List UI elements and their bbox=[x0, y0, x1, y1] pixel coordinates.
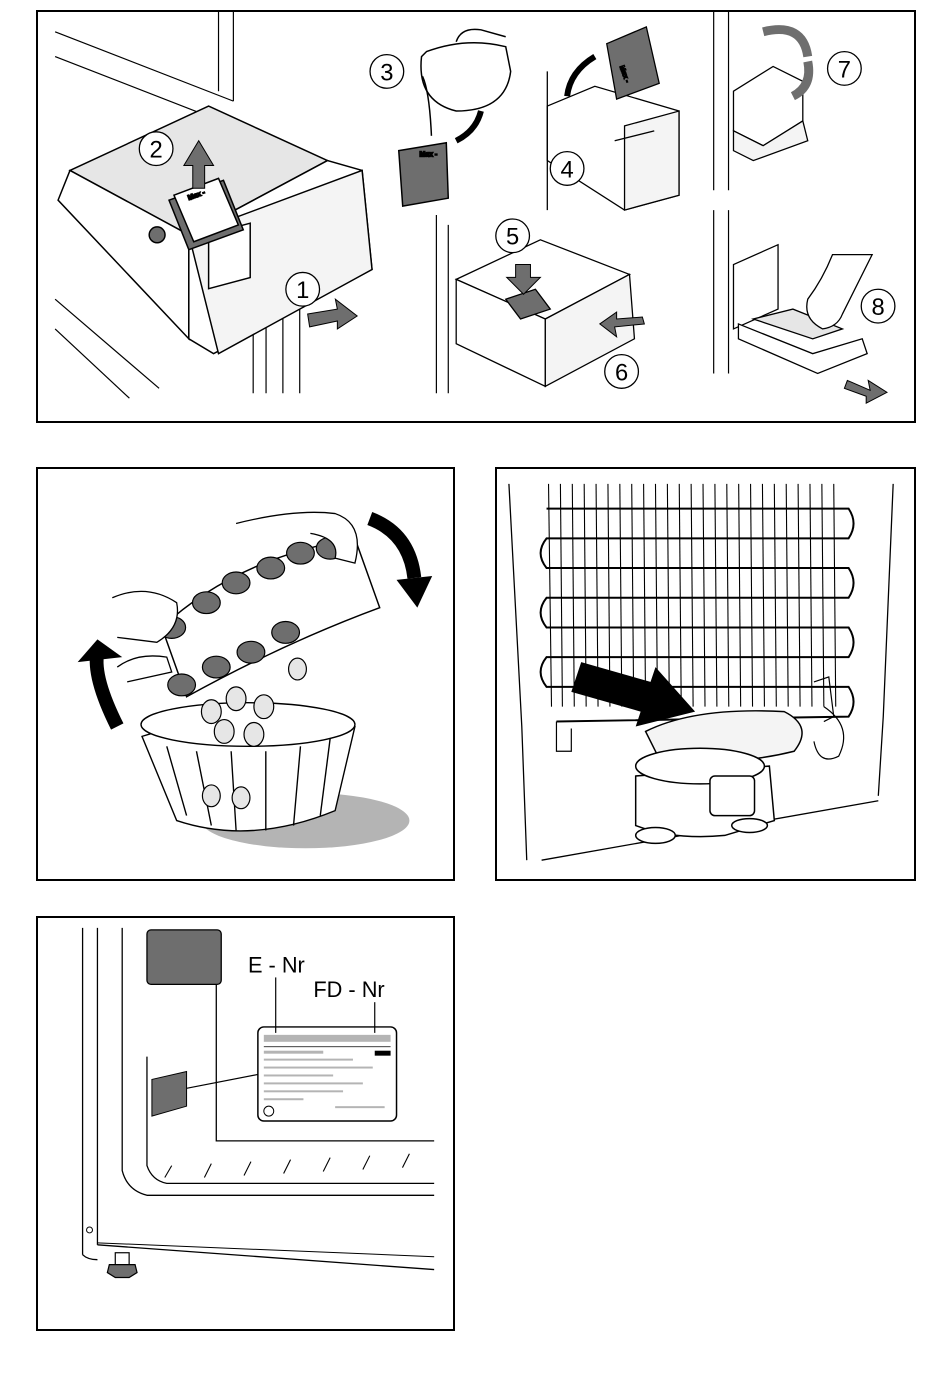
egg-ice-cube-icon bbox=[202, 785, 220, 807]
step-3-callout: 3 bbox=[370, 55, 404, 89]
ice-maker-steps-panel: Max - 1 2 Max - 3 Max - 4 bbox=[36, 10, 916, 423]
rating-plate-panel: E - Nr FD - Nr bbox=[36, 916, 455, 1331]
step-8-number: 8 bbox=[871, 294, 884, 321]
step-1-number: 1 bbox=[296, 277, 309, 304]
water-jug-icon bbox=[421, 29, 511, 135]
ice-tray-icon: Max - bbox=[607, 27, 659, 99]
curved-arrow-icon bbox=[97, 652, 118, 726]
step-5-number: 5 bbox=[506, 224, 519, 251]
curved-arrow-icon bbox=[456, 111, 481, 141]
step-7-callout: 7 bbox=[828, 52, 862, 86]
egg-ice-cube-icon bbox=[232, 787, 250, 809]
egg-ice-cube-icon bbox=[226, 687, 246, 711]
egg-ice-cube-icon bbox=[244, 723, 264, 747]
step-1-callout: 1 bbox=[286, 272, 320, 306]
bowl-icon bbox=[141, 703, 355, 831]
curved-arrow-icon bbox=[763, 30, 808, 57]
condenser-panel bbox=[495, 467, 916, 881]
ice-cube-removal-illustration bbox=[38, 469, 453, 879]
fridge-interior-lines-mid bbox=[436, 215, 448, 393]
step-6-callout: 6 bbox=[605, 355, 639, 389]
adjustable-foot-icon bbox=[107, 1253, 137, 1278]
arrow-icon bbox=[844, 380, 887, 403]
step-3-number: 3 bbox=[380, 59, 393, 86]
step-5-callout: 5 bbox=[496, 219, 530, 253]
curved-arrow-icon bbox=[370, 519, 415, 578]
arrow-icon bbox=[397, 576, 433, 608]
step-2-callout: 2 bbox=[139, 132, 173, 166]
step-7-number: 7 bbox=[838, 56, 851, 83]
ice-tray-icon: Max - bbox=[399, 143, 449, 206]
fridge-interior-lines-right bbox=[714, 12, 729, 373]
rating-plate-illustration: E - Nr FD - Nr bbox=[38, 918, 453, 1329]
arrow-icon bbox=[308, 299, 358, 329]
compressor-icon bbox=[636, 711, 802, 844]
hinge-screw bbox=[87, 1227, 93, 1233]
fd-nr-label: FD - Nr bbox=[313, 977, 384, 1002]
condenser-illustration bbox=[497, 469, 914, 879]
step-4-callout: 4 bbox=[550, 152, 584, 186]
step-6-number: 6 bbox=[615, 359, 628, 386]
rating-plate-icon bbox=[258, 1027, 397, 1121]
e-nr-label: E - Nr bbox=[248, 952, 305, 977]
ice-storage-box-step7 bbox=[733, 66, 807, 160]
hand-icon bbox=[807, 255, 872, 329]
egg-ice-cube-icon bbox=[289, 658, 307, 680]
step-8-callout: 8 bbox=[861, 289, 895, 323]
egg-ice-cube-icon bbox=[201, 700, 221, 724]
freezer-drawer-front bbox=[147, 930, 221, 984]
shelf-ridges bbox=[165, 1154, 410, 1178]
ice-maker-steps-illustration: Max - 1 2 Max - 3 Max - 4 bbox=[38, 12, 914, 421]
step-4-number: 4 bbox=[560, 156, 573, 183]
ice-cube-removal-panel bbox=[36, 467, 455, 881]
egg-ice-cube-icon bbox=[254, 695, 274, 719]
rating-plate-location-marker bbox=[152, 1072, 187, 1117]
arrow-icon bbox=[78, 639, 123, 662]
step-2-number: 2 bbox=[150, 137, 163, 164]
max-label-step3: Max - bbox=[420, 152, 438, 159]
egg-ice-cube-icon bbox=[214, 720, 234, 744]
